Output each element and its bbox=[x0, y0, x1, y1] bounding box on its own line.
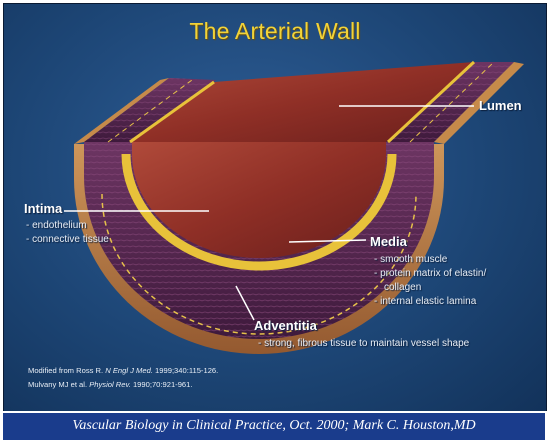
reference-line: Mulvany MJ et al. Physiol Rev. 1990;70:9… bbox=[28, 379, 193, 390]
source-caption: Vascular Biology in Clinical Practice, O… bbox=[0, 418, 548, 434]
lumen-label: Lumen bbox=[479, 98, 522, 113]
media-item: - smooth muscle bbox=[374, 253, 447, 266]
media-item: collagen bbox=[384, 281, 421, 294]
media-item: - internal elastic lamina bbox=[374, 295, 476, 308]
media-item: - protein matrix of elastin/ bbox=[374, 267, 486, 280]
adventitia-item: - strong, fibrous tissue to maintain ves… bbox=[258, 337, 469, 350]
reference-line: Modified from Ross R. N Engl J Med. 1999… bbox=[28, 365, 218, 376]
adventitia-label: Adventitia bbox=[254, 318, 317, 333]
arterial-wall-illustration bbox=[4, 4, 546, 412]
slide: The Arterial Wall bbox=[3, 3, 547, 413]
intima-label: Intima bbox=[24, 201, 62, 216]
media-label: Media bbox=[370, 234, 407, 249]
intima-item: - connective tissue bbox=[26, 233, 109, 246]
intima-item: - endothelium bbox=[26, 219, 87, 232]
